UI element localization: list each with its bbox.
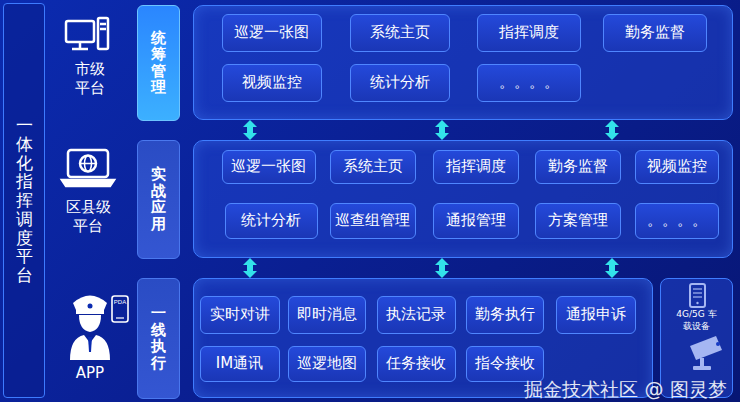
box-label: 即时消息 [297,305,357,324]
box-label: 。。。。 [647,211,707,230]
box-label: 4G/5G 车载设备 [673,309,721,332]
function-box: 。。。。 [477,64,581,102]
box-label: 巡逻地图 [297,354,357,373]
function-box: 实时对讲 [200,296,280,334]
box-label: 视频监控 [242,73,302,92]
double-arrow [439,263,445,273]
box-label: 通报申诉 [566,305,626,324]
layer-tab: 实战应用 [137,140,180,259]
box-label: 方案管理 [548,211,608,230]
function-box: 勤务执行 [466,296,544,334]
layer-tab: 统筹管理 [137,5,180,121]
layer-title: 一体化指挥调度平台 [16,116,33,284]
box-label: 巡逻一张图 [231,157,306,176]
desktop-icon [66,18,108,49]
box-label: 。。。。 [499,73,559,92]
box-label: 指挥调度 [446,157,506,176]
level-label: APP [66,364,114,383]
function-box: 指挥调度 [477,14,581,52]
layer-panel: 巡逻一张图 系统主页 指挥调度 勤务监督 视频监控统计分析 巡查组管理 通报管理 方案管理 。。… [193,140,733,258]
function-box: 系统主页 [330,150,416,184]
function-box: 即时消息 [288,296,366,334]
function-box: 勤务监督 [535,150,621,184]
box-label: 统计分析 [370,73,430,92]
box-label: 系统主页 [343,157,403,176]
function-box: 指挥调度 [433,150,519,184]
box-label: 巡查组管理 [335,211,410,230]
box-label: 任务接收 [386,354,446,373]
watermark: 掘金技术社区 @ 图灵梦 [518,378,733,402]
level-label: 市级 平台 [72,60,108,98]
police-icon [70,296,128,361]
box-label: 指挥调度 [499,23,559,42]
double-arrow [247,125,253,135]
function-box: 巡查组管理 [330,203,416,239]
layer-title: 实战应用 [151,166,166,232]
box-label: IM通讯 [216,354,263,373]
function-box: 指令接收 [466,346,544,382]
box-label: 巡逻一张图 [234,23,309,42]
box-label: 勤务监督 [625,23,685,42]
level-label: 区县级 平台 [62,198,114,236]
laptop-icon [62,150,114,186]
function-box: 巡逻一张图 [222,150,316,184]
box-label: 统计分析 [241,211,301,230]
function-box: 视频监控 [635,150,719,184]
box-label: 勤务监督 [548,157,608,176]
box-label: 实时对讲 [210,305,270,324]
function-box: 系统主页 [350,14,450,52]
function-box: 通报管理 [433,203,519,239]
device-tag: PDA [112,299,128,307]
function-box: 视频监控 [222,64,322,102]
double-arrow [609,125,615,135]
function-box: 。。。。 [635,203,719,239]
function-box: 方案管理 [535,203,621,239]
function-box: 巡逻一张图 [222,14,322,52]
function-box: IM通讯 [200,346,280,382]
layer-tab: 一线执行 [137,278,180,399]
function-box: 勤务监督 [603,14,707,52]
box-label: 勤务执行 [475,305,535,324]
box-label: 视频监控 [647,157,707,176]
double-arrow [439,125,445,135]
box-label: 指令接收 [475,354,535,373]
box-label: 执法记录 [386,305,446,324]
function-box: 巡逻地图 [288,346,366,382]
double-arrow [247,263,253,273]
function-box: 执法记录 [377,296,456,334]
double-arrow [609,263,615,273]
layer-panel: 巡逻一张图系统主页指挥调度勤务监督视频监控统计分析。。。。统筹管理 [193,5,733,120]
layer-title: 统筹管理 [151,30,166,96]
box-label: 系统主页 [370,23,430,42]
function-box: 统计分析 [350,64,450,102]
function-box: 通报申诉 [556,296,636,334]
function-box: 统计分析 [225,203,318,239]
function-box: 任务接收 [377,346,456,382]
box-label: 通报管理 [446,211,506,230]
platform-bar: 一体化指挥调度平台 [3,3,45,398]
layer-title: 一线执行 [151,305,166,371]
